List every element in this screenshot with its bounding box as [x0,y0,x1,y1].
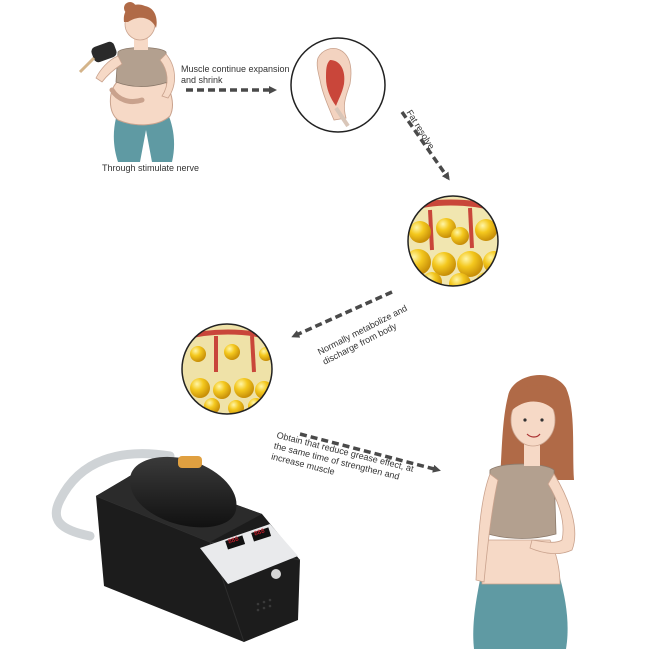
step2-line1: Muscle continue expansion [181,64,290,74]
step2-line2: and shrink [181,75,223,85]
step1-label: Through stimulate nerve [102,163,200,173]
fat-resolve-circle [407,195,499,287]
slimming-device [51,449,301,643]
muscle-circle [290,37,386,133]
fat-metabolize-circle [181,323,273,415]
arrow-4 [299,432,441,473]
step2-label: Muscle continue expansion and shrink [181,64,290,86]
woman-after-figure [473,374,576,649]
woman-before-figure [78,2,175,162]
arrow-3 [291,290,393,338]
flow-arrows [186,86,450,473]
arrow-2 [400,110,450,181]
